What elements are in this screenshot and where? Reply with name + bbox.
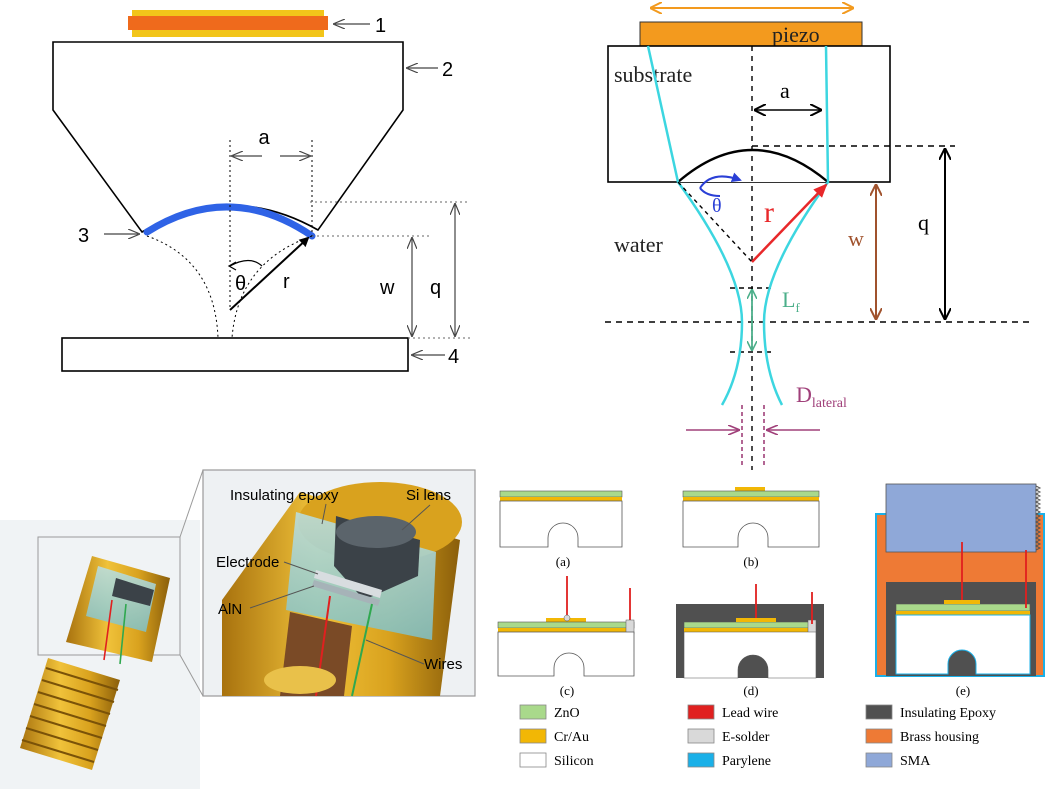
legend-label-5: Parylene xyxy=(722,754,771,769)
label-q: q xyxy=(430,277,441,299)
zoom-line-top xyxy=(179,469,204,538)
step-b-diagram xyxy=(682,487,820,548)
label-insulating-epoxy: Insulating epoxy xyxy=(230,487,339,504)
legend-swatch-6 xyxy=(865,704,893,720)
zoom-lens-top xyxy=(336,516,416,548)
legend-label-0: ZnO xyxy=(554,706,580,721)
zoom-box xyxy=(37,536,181,656)
legend-label-2: Silicon xyxy=(554,754,594,769)
zoom-line-bottom xyxy=(179,654,204,697)
zoom-electrode xyxy=(314,570,382,598)
label-lf: Lf xyxy=(782,287,800,315)
legend-swatch-2 xyxy=(519,752,547,768)
step-a-label: (a) xyxy=(556,554,570,569)
transducer-small xyxy=(20,556,170,770)
label-w: w xyxy=(848,226,864,251)
leader-si-lens xyxy=(401,504,431,531)
label-a: a xyxy=(258,127,270,149)
legend-swatch-8 xyxy=(865,752,893,768)
legend-swatch-3 xyxy=(687,704,715,720)
legend-swatch-4 xyxy=(687,728,715,744)
label-dlateral: Dlateral xyxy=(796,382,847,411)
beam-right xyxy=(762,45,830,406)
label-wires: Wires xyxy=(424,656,462,673)
theta-arc-tail xyxy=(699,187,721,197)
piezo-block xyxy=(639,21,863,47)
step-d-label: (d) xyxy=(743,683,758,698)
label-a: a xyxy=(780,78,790,103)
legend-label-7: Brass housing xyxy=(900,730,979,745)
leader-epoxy xyxy=(321,503,327,525)
theta-arc xyxy=(229,259,263,267)
leader-electrode xyxy=(283,561,319,575)
thread-ridges xyxy=(21,667,119,763)
r-arrow xyxy=(229,236,310,311)
label-r: r xyxy=(764,196,774,229)
leader-wires xyxy=(365,639,425,665)
step-d-diagram xyxy=(676,584,824,679)
r-arrow-red xyxy=(751,183,828,263)
label-water: water xyxy=(614,232,664,257)
step-e-label: (e) xyxy=(956,683,970,698)
step-c-label: (c) xyxy=(560,683,574,698)
callout-1: 1 xyxy=(375,15,386,37)
step-a-diagram xyxy=(499,490,623,548)
panel-bottom-left: Insulating epoxy Si lens Electrode AlN W… xyxy=(0,469,476,789)
step-e-diagram xyxy=(875,483,1045,677)
theta-arc xyxy=(699,172,742,189)
legend-label-6: Insulating Epoxy xyxy=(900,706,996,721)
piezo-mid-layer xyxy=(128,16,328,30)
leader-aln xyxy=(249,585,315,609)
label-electrode: Electrode xyxy=(216,554,279,571)
callout-4: 4 xyxy=(448,346,459,368)
legend-swatch-5 xyxy=(687,752,715,768)
focus-beam-right xyxy=(231,235,313,339)
legend-swatch-0 xyxy=(519,704,547,720)
theta-arrowhead xyxy=(227,261,237,271)
label-theta: θ xyxy=(712,195,722,217)
label-theta: θ xyxy=(235,273,246,295)
legend-swatch-1 xyxy=(519,728,547,744)
panel-top-right: piezo substrate r θ a water w q Lf xyxy=(605,8,1030,470)
step-c-diagram xyxy=(497,576,635,677)
legend-label-4: E-solder xyxy=(722,730,770,745)
label-r: r xyxy=(283,271,290,293)
reflector xyxy=(61,337,409,372)
focus-beam-left xyxy=(146,235,219,339)
cone-left xyxy=(677,181,753,263)
callout-2: 2 xyxy=(442,59,453,81)
small-lens xyxy=(112,578,154,606)
piezo-bottom-layer xyxy=(132,30,324,37)
legend-label-8: SMA xyxy=(900,754,931,769)
label-q: q xyxy=(918,210,929,235)
label-piezo: piezo xyxy=(772,22,820,47)
piezo-top-layer xyxy=(132,10,324,18)
legend-swatch-7 xyxy=(865,728,893,744)
small-wire-red xyxy=(103,599,113,661)
beam-left xyxy=(646,45,744,406)
legend-label-1: Cr/Au xyxy=(554,730,589,745)
small-wire-green xyxy=(119,603,127,665)
label-si-lens: Si lens xyxy=(406,487,451,504)
label-w: w xyxy=(379,277,395,299)
legend-label-3: Lead wire xyxy=(722,706,778,721)
step-b-label: (b) xyxy=(743,554,758,569)
zoom-wire-green xyxy=(351,603,373,697)
zoom-aln xyxy=(312,580,380,606)
zoom-connector xyxy=(264,666,336,694)
label-aln: AlN xyxy=(218,601,242,618)
panel-bottom-right: (a) (b) (c) xyxy=(497,483,1045,769)
small-epoxy xyxy=(86,566,156,632)
transducer-zoom xyxy=(222,482,462,697)
panel-top-left: a θ r w q 1 2 3 4 xyxy=(52,10,470,372)
callout-3: 3 xyxy=(78,225,89,247)
